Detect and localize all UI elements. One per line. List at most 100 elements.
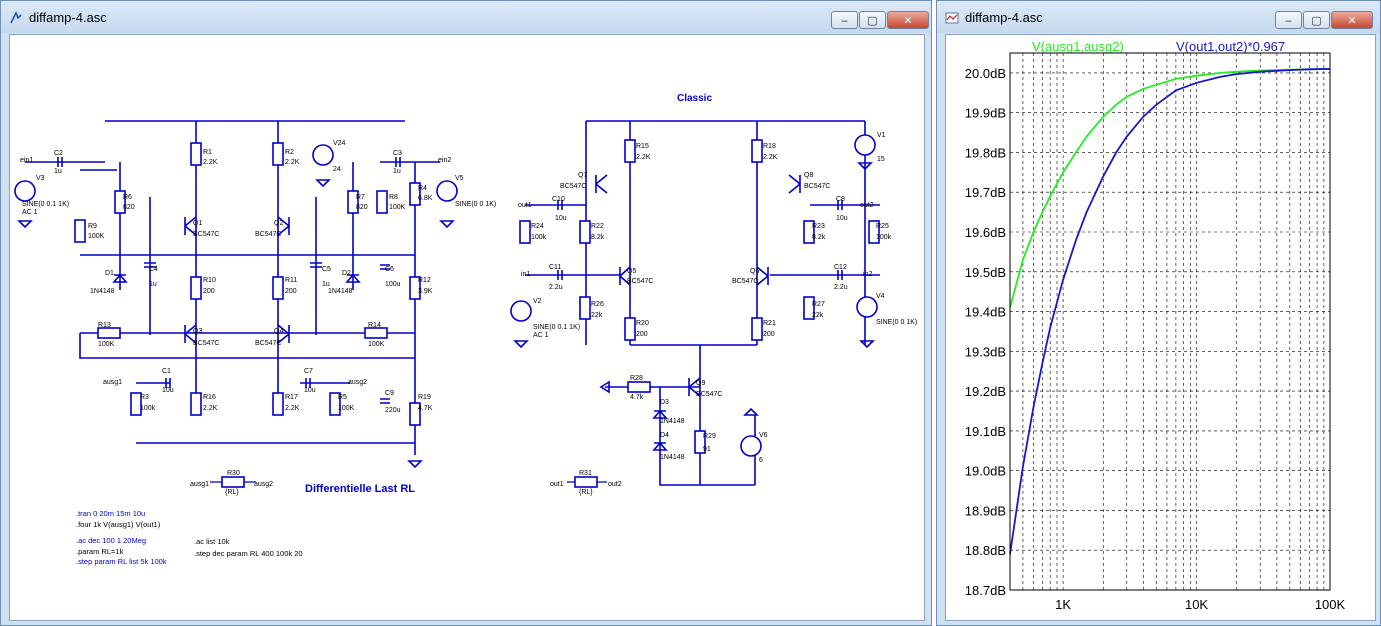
component-name: V24 <box>333 140 346 147</box>
component-name: R16 <box>203 394 216 401</box>
y-tick-label: 19.2dB <box>965 384 1006 399</box>
minimize-button[interactable]: ‒ <box>831 11 858 29</box>
resistor-icon <box>624 139 636 163</box>
component-value: 100K <box>389 204 406 211</box>
resistor-icon <box>519 220 531 244</box>
resistor-icon <box>751 139 763 163</box>
net-label: out1 <box>518 202 532 209</box>
component-value: 15 <box>877 156 885 163</box>
resistor-icon <box>627 381 651 393</box>
capacitor-icon <box>144 262 156 268</box>
maximize-button[interactable]: ▢ <box>859 11 886 29</box>
ground-icon <box>857 162 873 171</box>
component-value: 100K <box>368 341 385 348</box>
resistor-icon <box>190 142 202 166</box>
component-name: R12 <box>418 277 431 284</box>
legend-trace-2[interactable]: V(out1,out2)*0.967 <box>1176 39 1285 54</box>
net-label: ausg2 <box>348 379 367 386</box>
component-name: V6 <box>759 432 768 439</box>
directive-line: .four 1k V(ausg1) V(out1) <box>76 520 161 529</box>
ground-icon <box>407 460 423 469</box>
resistor-icon <box>694 430 706 454</box>
component-name: R18 <box>763 143 776 150</box>
y-tick-label: 19.8dB <box>965 145 1006 160</box>
plot-window: diffamp-4.asc ‒ ▢ ✕ V(ausg1,ausg2) V(out… <box>936 0 1381 626</box>
component-name: R8 <box>389 194 398 201</box>
component-value: 6 <box>759 457 763 464</box>
component-value: 200 <box>636 331 648 338</box>
component-name: R19 <box>418 394 431 401</box>
npn-transistor-icon <box>619 266 631 286</box>
ground-icon <box>439 220 455 229</box>
resistor-icon <box>751 317 763 341</box>
component-value: BC547C <box>193 340 219 347</box>
component-name: C2 <box>54 150 63 157</box>
component-value: 2.2K <box>763 154 778 161</box>
component-value: {RL} <box>579 489 593 496</box>
npn-transistor-icon <box>595 174 608 194</box>
legend-trace-1[interactable]: V(ausg1,ausg2) <box>1032 39 1124 54</box>
component-value: 100K <box>98 341 115 348</box>
component-value: 1N4148 <box>90 288 115 295</box>
voltage-source-icon <box>856 296 878 318</box>
capacitor-icon <box>557 270 563 280</box>
component-name: R23 <box>812 223 825 230</box>
heading-diff-last: Differentielle Last RL <box>305 483 415 495</box>
component-name: D3 <box>660 399 669 406</box>
directive-line: .ac dec 100 1 20Meg <box>76 536 146 545</box>
plot-pane[interactable]: V(ausg1,ausg2) V(out1,out2)*0.967 20.0dB… <box>945 34 1376 621</box>
directive-line: .tran 0 20m 15m 10u <box>76 509 145 518</box>
component-name: D1 <box>105 270 114 277</box>
diode-icon <box>112 273 128 283</box>
plot-traces <box>1009 68 1331 555</box>
schematic-symbols <box>14 134 880 488</box>
resistor-icon <box>868 220 880 244</box>
net-label: ausg1 <box>190 481 209 488</box>
component-value: 2.2u <box>834 284 848 291</box>
resistor-icon <box>329 392 341 416</box>
component-value: 10u <box>162 387 174 394</box>
component-name: R29 <box>703 433 716 440</box>
plot-window-controls: ‒ ▢ ✕ <box>1274 11 1373 29</box>
capacitor-icon <box>837 270 843 280</box>
component-value: 100K <box>88 233 105 240</box>
component-name: R30 <box>227 470 240 477</box>
plot-titlebar[interactable]: diffamp-4.asc ‒ ▢ ✕ <box>937 1 1380 33</box>
net-label: out2 <box>608 481 622 488</box>
resistor-icon <box>221 476 245 488</box>
component-name: C7 <box>304 368 313 375</box>
x-tick-label: 1K <box>1055 597 1071 612</box>
component-name: R1 <box>203 149 212 156</box>
minimize-button[interactable]: ‒ <box>1275 11 1302 29</box>
component-name: C8 <box>836 196 845 203</box>
component-value: 1N4148 <box>660 418 685 425</box>
schematic-titlebar[interactable]: diffamp-4.asc ‒ ▢ ✕ <box>1 1 931 33</box>
component-value: 2.2K <box>285 159 300 166</box>
schematic-canvas[interactable]: Classic Differentielle Last RL .tran 0 2… <box>9 34 925 621</box>
component-name: C4 <box>149 266 158 273</box>
ground-icon <box>513 340 529 349</box>
component-value: 2.2K <box>203 159 218 166</box>
component-value: 1N4148 <box>328 288 353 295</box>
component-value: 22k <box>591 312 603 319</box>
component-name: R21 <box>763 320 776 327</box>
bode-plot[interactable]: V(ausg1,ausg2) V(out1,out2)*0.967 20.0dB… <box>946 35 1376 621</box>
capacitor-icon <box>305 378 311 388</box>
net-label: ein1 <box>20 157 33 164</box>
close-button[interactable]: ✕ <box>1331 11 1373 29</box>
close-button[interactable]: ✕ <box>887 11 929 29</box>
directive-line: .param RL=1k <box>76 547 124 556</box>
voltage-source-icon <box>510 300 532 322</box>
component-value: BC547C <box>193 231 219 238</box>
component-name: R14 <box>368 322 381 329</box>
schematic-drawing[interactable]: Classic Differentielle Last RL .tran 0 2… <box>10 35 925 621</box>
component-value: 8.2k <box>812 234 826 241</box>
component-value: AC 1 <box>22 209 38 216</box>
component-name: C10 <box>552 196 565 203</box>
maximize-button[interactable]: ▢ <box>1303 11 1330 29</box>
capacitor-icon <box>557 200 563 210</box>
ground-icon <box>743 407 759 416</box>
component-value: 2.2u <box>549 284 563 291</box>
plot-grid <box>1009 53 1331 591</box>
y-tick-label: 19.5dB <box>965 265 1006 280</box>
